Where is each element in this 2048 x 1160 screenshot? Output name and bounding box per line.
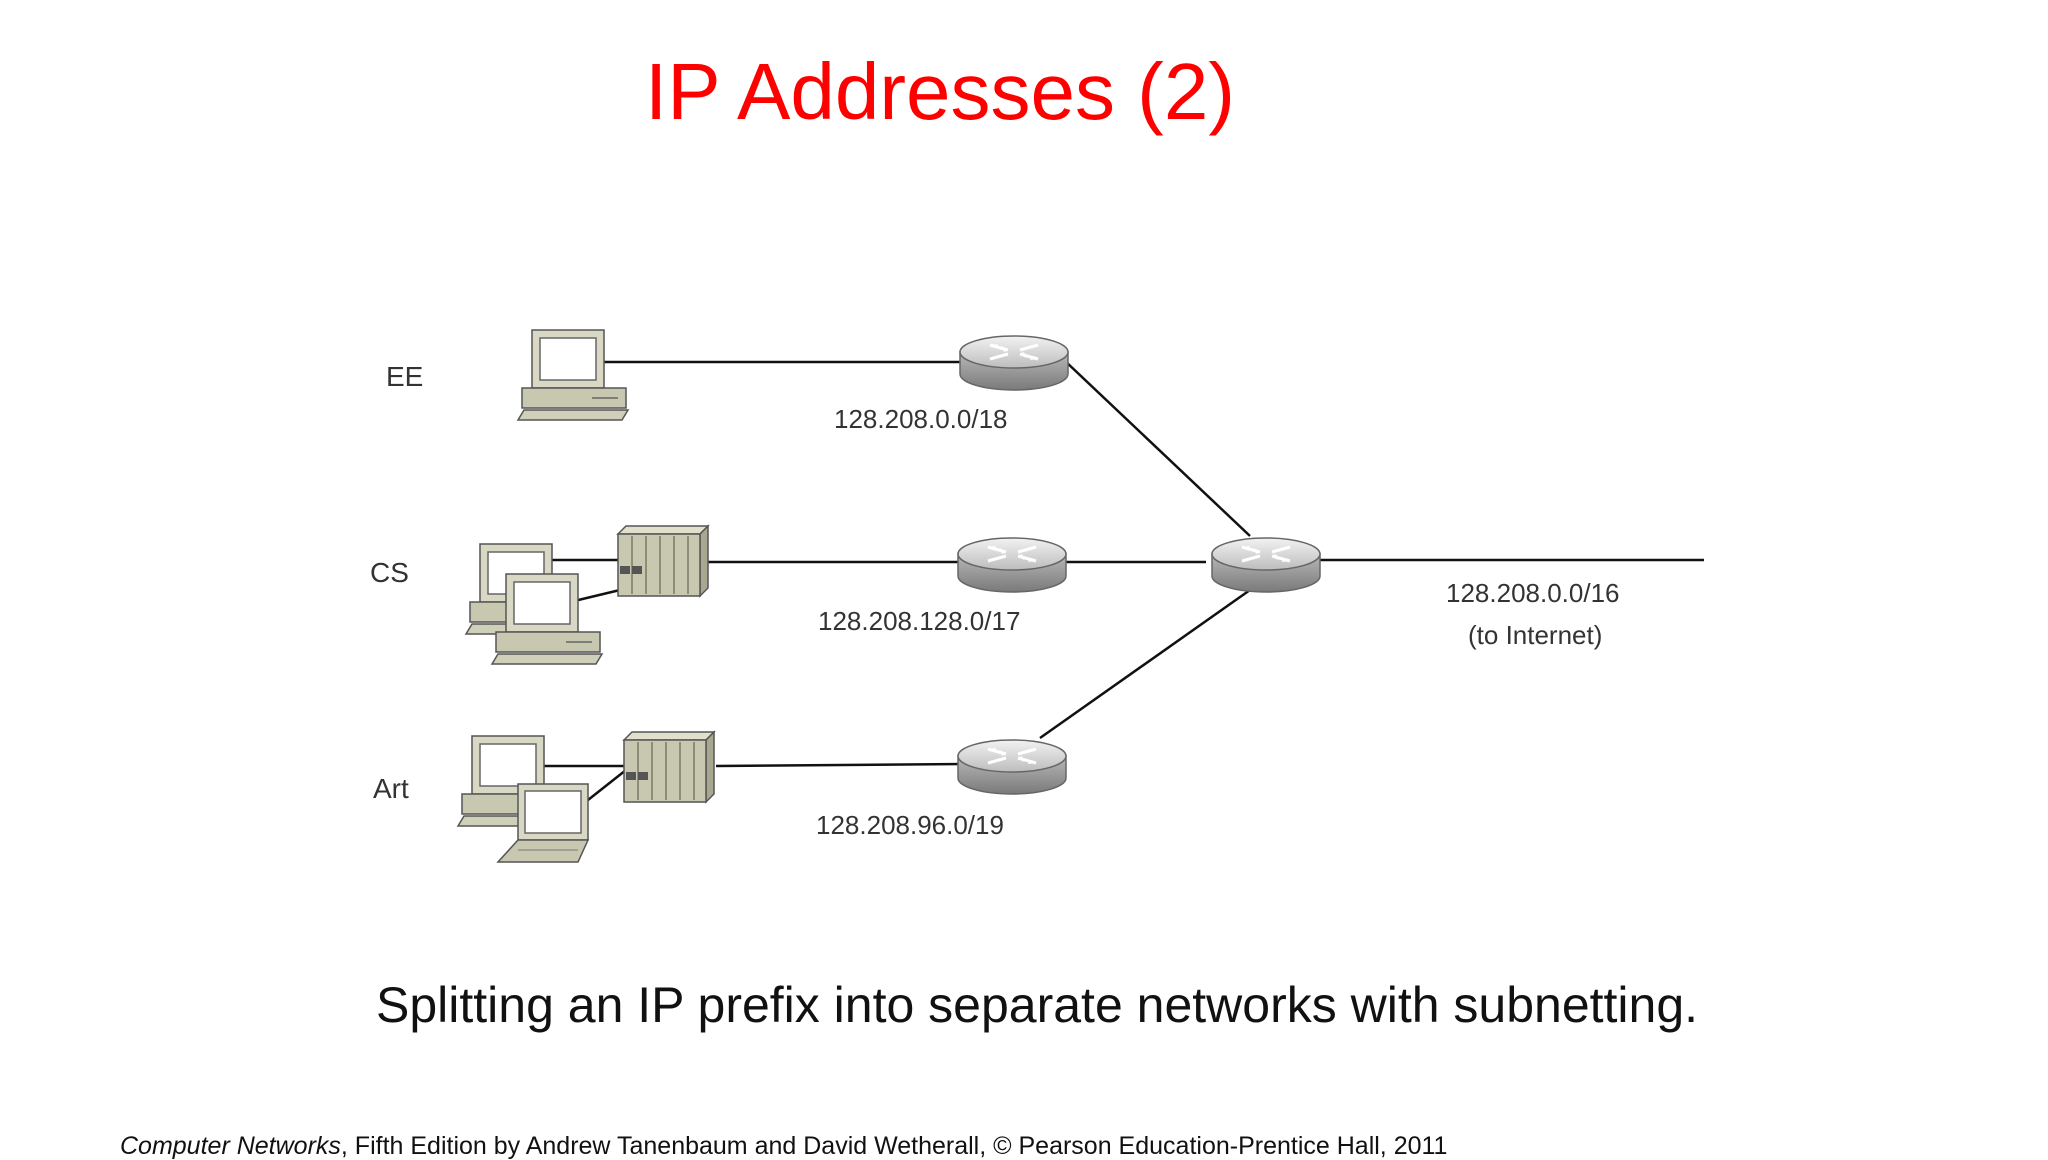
prefix-label-uplink: 128.208.0.0/16 [1446, 578, 1620, 608]
router-art [956, 738, 1068, 796]
cs-pc-icon-2 [491, 573, 603, 665]
router-ee [958, 334, 1070, 392]
ee-pc-icon [517, 329, 629, 421]
link-art-switch-router [715, 762, 965, 768]
link-router-ee-core [1063, 359, 1251, 537]
prefix-label-cs: 128.208.128.0/17 [818, 606, 1020, 636]
link-router-art-core [1039, 588, 1251, 740]
prefix-label-art: 128.208.96.0/19 [816, 810, 1004, 840]
citation: Computer Networks, Fifth Edition by Andr… [120, 1134, 1447, 1159]
uplink-note: (to Internet) [1468, 620, 1602, 650]
router-core [1210, 536, 1322, 594]
cs-switch-icon [617, 525, 709, 597]
router-cs [956, 536, 1068, 594]
slide-caption: Splitting an IP prefix into separate net… [376, 977, 1699, 1033]
prefix-label-ee: 128.208.0.0/18 [834, 404, 1008, 434]
slide-title: IP Addresses (2) [645, 47, 1235, 136]
network-label-art: Art [373, 773, 409, 804]
citation-details: , Fifth Edition by Andrew Tanenbaum and … [340, 1132, 1448, 1160]
network-label-cs: CS [370, 557, 409, 588]
art-switch-icon [623, 731, 715, 803]
network-label-ee: EE [386, 361, 423, 392]
citation-book-title: Computer Networks [120, 1132, 341, 1160]
